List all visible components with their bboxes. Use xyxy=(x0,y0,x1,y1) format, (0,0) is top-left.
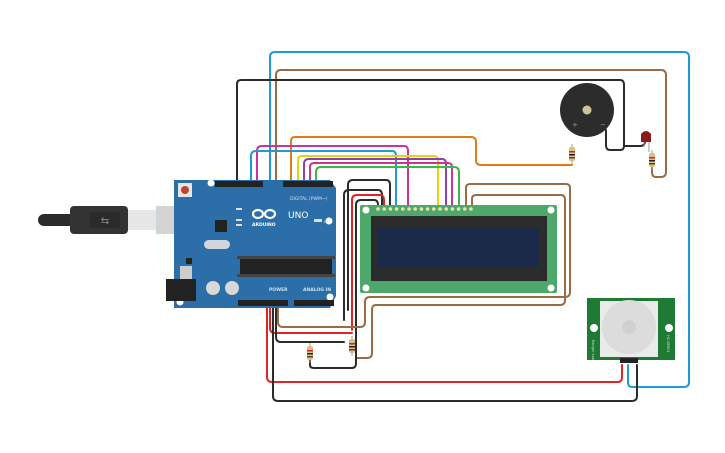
arduino-uno-board[interactable]: DIGITAL (PWM~) ARDUINO UNO ON POWER ANAL… xyxy=(166,179,336,309)
wire-blue-lcd[interactable] xyxy=(250,150,397,209)
analog-header xyxy=(294,300,334,306)
wire-red-5v-lcd[interactable] xyxy=(269,305,353,334)
lcd-pin[interactable] xyxy=(425,207,430,211)
wire-orange-buzzer[interactable] xyxy=(290,136,573,184)
resistor[interactable] xyxy=(569,144,575,164)
wire-magenta[interactable] xyxy=(256,145,409,209)
wire-black-lcd-3[interactable] xyxy=(355,199,379,341)
wire-magenta-2[interactable] xyxy=(309,162,453,209)
lcd-pin[interactable] xyxy=(438,207,442,211)
wire-green[interactable] xyxy=(315,166,460,209)
power-header-label: POWER xyxy=(269,287,288,293)
lcd-pin[interactable] xyxy=(432,207,436,211)
reset-button[interactable] xyxy=(181,186,189,194)
resistor[interactable] xyxy=(349,336,355,356)
resistor[interactable] xyxy=(307,343,313,363)
wire-black-gnd-bottom[interactable] xyxy=(272,305,638,402)
pir-label-right: HC-SR501 xyxy=(666,335,670,353)
on-label: ON xyxy=(324,220,330,224)
lcd-pin[interactable] xyxy=(382,207,387,211)
wire-black-lcd-1[interactable] xyxy=(347,179,391,311)
lcd-pin[interactable] xyxy=(463,207,467,211)
digital-header-label: DIGITAL (PWM~) xyxy=(290,196,328,202)
wire-black-contrast[interactable] xyxy=(309,339,357,369)
analog-header-label: ANALOG IN xyxy=(303,287,331,293)
resistor[interactable] xyxy=(649,150,655,170)
wire-brown-led[interactable] xyxy=(275,69,667,184)
wire-black-gnd-lcd[interactable] xyxy=(275,305,345,343)
arduino-logo xyxy=(251,208,277,220)
lcd-pin[interactable] xyxy=(407,207,411,211)
wires xyxy=(236,51,690,402)
piezo-buzzer[interactable]: + − xyxy=(560,83,614,137)
pir-motion-sensor[interactable]: Ranger Lab HC-SR501 xyxy=(587,298,675,363)
lcd-pin[interactable] xyxy=(394,207,399,211)
lcd-pin[interactable] xyxy=(444,207,449,211)
model-text: UNO xyxy=(288,211,308,221)
lcd-screen xyxy=(378,228,539,267)
digital-header-2 xyxy=(283,181,333,187)
lcd-pin[interactable] xyxy=(376,207,380,211)
red-led[interactable] xyxy=(641,131,651,152)
atmega-chip xyxy=(240,259,332,274)
wire-red-5v[interactable] xyxy=(266,305,623,383)
usb-chip xyxy=(215,220,227,232)
usb-icon: ⇆ xyxy=(101,216,109,227)
wire-black-gnd-top[interactable] xyxy=(236,79,625,184)
lcd-pins xyxy=(376,207,473,211)
power-jack xyxy=(166,279,196,301)
wire-purple[interactable] xyxy=(303,158,447,209)
buzzer-minus: − xyxy=(600,121,606,129)
lcd-pin[interactable] xyxy=(456,207,461,211)
lcd-pin[interactable] xyxy=(413,207,418,211)
capacitor-1 xyxy=(206,281,220,295)
power-header xyxy=(238,300,288,306)
buzzer-plus: + xyxy=(572,121,578,129)
lcd-pin[interactable] xyxy=(469,207,473,211)
wire-blue-pir-signal[interactable] xyxy=(269,51,690,388)
lcd-pin[interactable] xyxy=(388,207,393,211)
lcd-pin[interactable] xyxy=(419,207,424,211)
brand-text: ARDUINO xyxy=(252,222,276,228)
capacitor-2 xyxy=(225,281,239,295)
wire-black-lcd-2[interactable] xyxy=(343,189,383,321)
lcd-pin[interactable] xyxy=(450,207,455,211)
pir-label-left: Ranger Lab xyxy=(591,340,595,361)
wire-brown-lcd-k[interactable] xyxy=(355,194,566,359)
lcd-pin[interactable] xyxy=(401,207,405,211)
resistors xyxy=(307,144,655,363)
wire-red-lcd[interactable] xyxy=(351,194,385,331)
digital-header-1 xyxy=(215,181,263,187)
crystal xyxy=(204,240,230,249)
lcd-16x2[interactable] xyxy=(360,205,557,293)
wire-brown-lcd-a[interactable] xyxy=(277,183,571,328)
usb-cable[interactable]: ⇆ xyxy=(38,206,182,234)
